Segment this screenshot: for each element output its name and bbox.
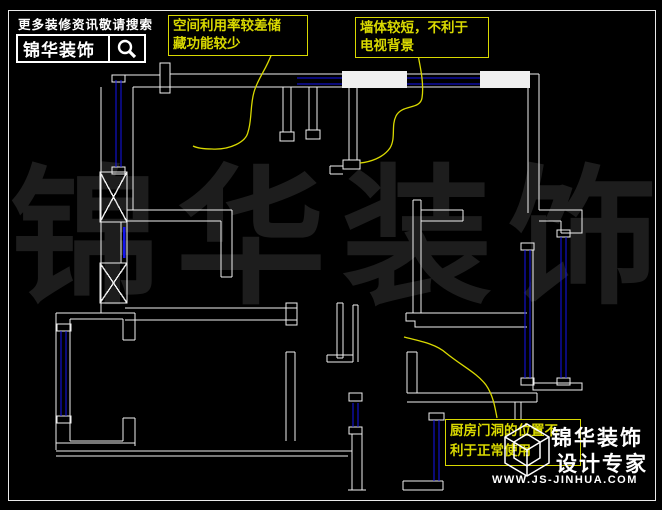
wall-lines xyxy=(55,62,583,491)
annotation-line: 墙体较短，不利于 xyxy=(360,20,468,35)
window-lines xyxy=(60,77,567,481)
annotation-line: 利于正常使用 xyxy=(450,443,531,458)
watermark-char: 装 xyxy=(341,150,492,326)
window-caps xyxy=(56,74,571,435)
header-tagline: 更多装修资讯敬请搜索 xyxy=(18,18,154,32)
search-icon xyxy=(108,36,144,61)
footer-brand-line1: 锦华装饰 xyxy=(551,425,643,450)
shaft-hatch-boxes xyxy=(99,171,128,304)
annotation-line: 电视背景 xyxy=(360,38,414,53)
annotation-leader-lines xyxy=(192,52,498,419)
watermark-char: 华 xyxy=(175,150,326,326)
annotation-line: 藏功能较少 xyxy=(173,36,241,51)
solid-wall-blocks xyxy=(342,71,530,88)
footer-website-url: WWW.JS-JINHUA.COM xyxy=(492,474,638,486)
header-brand-search-logo: 锦华装饰 xyxy=(16,34,146,63)
cube-logo-icon xyxy=(500,418,552,482)
watermark-char: 锦 xyxy=(10,150,161,326)
annotation-line: 空间利用率较差储 xyxy=(173,18,281,33)
annotation-box-tv-wall: 墙体较短，不利于 电视背景 xyxy=(355,17,489,58)
annotation-box-storage: 空间利用率较差储 藏功能较少 xyxy=(168,15,308,56)
footer-brand-line2: 设计专家 xyxy=(556,451,648,476)
brand-name: 锦华装饰 xyxy=(23,41,95,61)
